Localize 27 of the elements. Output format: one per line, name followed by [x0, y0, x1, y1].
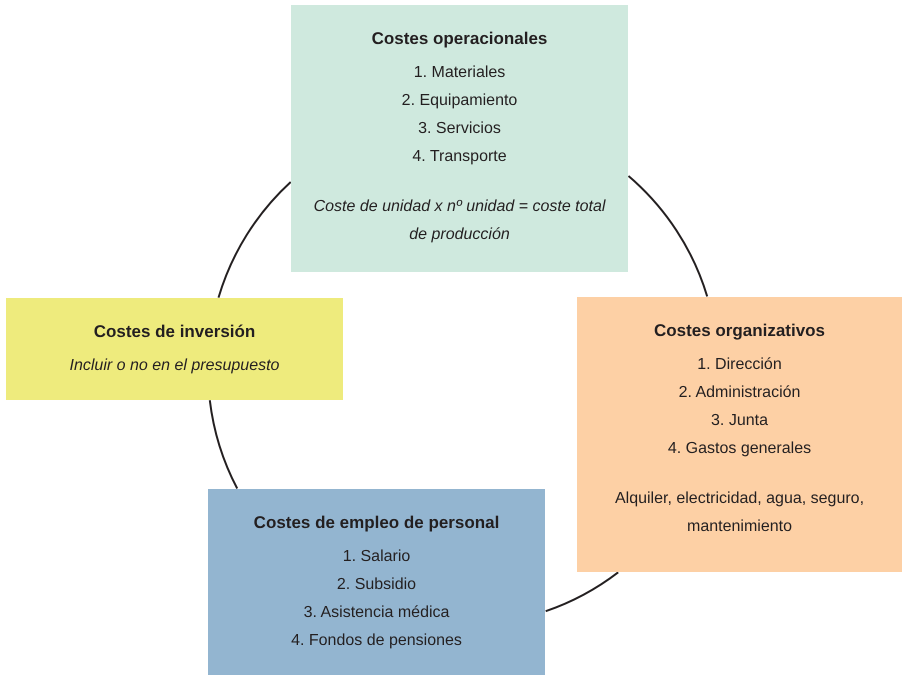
list-item: Alquiler, electricidad, agua, seguro, mantenimiento: [614, 489, 866, 537]
list-item: 3. Asistencia médica: [304, 603, 450, 623]
cost-box: [6, 298, 343, 400]
list-item: 3. Junta: [711, 411, 768, 431]
connector-arc: [218, 181, 292, 298]
box-heading: Costes operacionales: [372, 28, 548, 50]
list-item: 3. Servicios: [418, 119, 501, 139]
note-text: Coste de unidad x nº unidad = coste total de producción: [312, 197, 607, 245]
list-item: 1. Materiales: [414, 63, 506, 83]
list-item: 1. Dirección: [697, 355, 782, 375]
list-item: 4. Transporte: [412, 147, 507, 167]
list-item: 1. Salario: [342, 547, 410, 567]
box-heading: Costes de inversión: [94, 321, 256, 343]
list-item: 2. Equipamiento: [402, 91, 518, 111]
cost-box: [208, 489, 545, 675]
list-item: 2. Subsidio: [336, 575, 416, 595]
connector-arc: [208, 400, 238, 489]
note-text: Incluir o no en el presupuesto: [70, 356, 280, 376]
connector-arc: [628, 175, 708, 297]
list-item: 4. Gastos generales: [668, 439, 812, 459]
list-item: 2. Administración: [678, 383, 800, 403]
cost-box: [577, 297, 902, 572]
connector-arc: [545, 571, 619, 612]
cost-box: [291, 5, 628, 272]
list-item: 4. Fondos de pensiones: [291, 631, 462, 651]
box-heading: Costes organizativos: [654, 320, 825, 342]
box-heading: Costes de empleo de personal: [254, 512, 500, 534]
